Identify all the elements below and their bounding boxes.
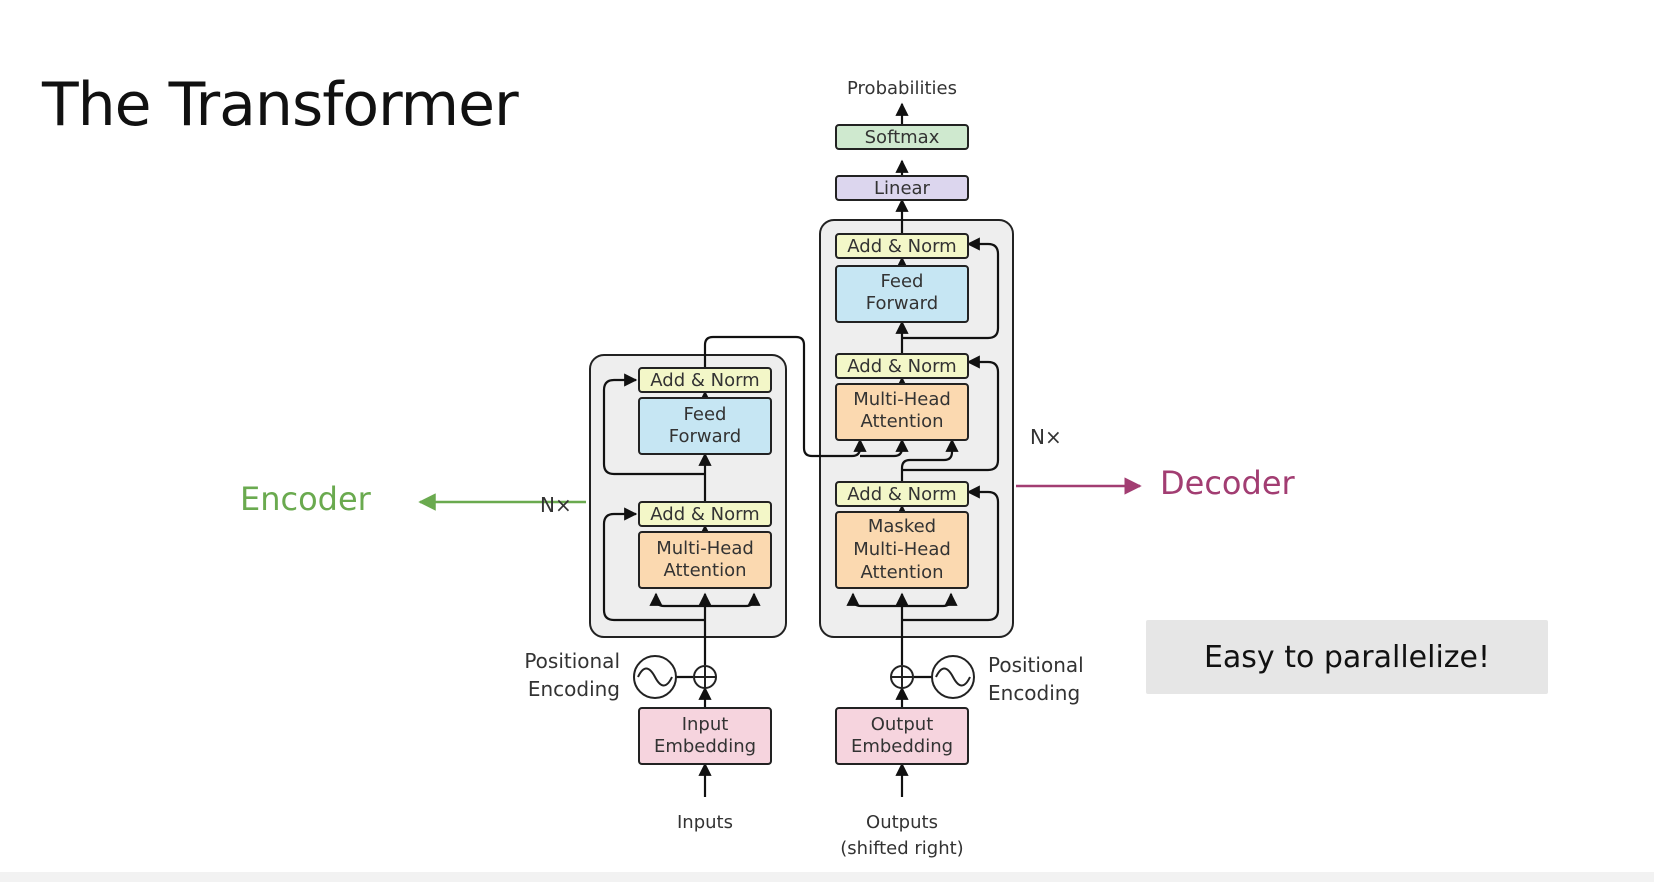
decoder-sine-wave	[935, 667, 971, 687]
decoder-feed-forward-addnorm	[835, 233, 969, 259]
decoder-masked-label-1: Masked	[868, 516, 936, 537]
encoder-sine-wave	[637, 667, 673, 687]
decoder-qkv-fan-right	[902, 592, 958, 608]
footer-strip	[0, 872, 1654, 882]
encoder-repeat-marker: N×	[540, 493, 572, 517]
encoder-feed-forward	[638, 397, 772, 455]
inputs-label: Inputs	[677, 812, 733, 833]
encoder-feed-forward-addnorm	[638, 367, 772, 393]
decoder-residual-3	[902, 237, 1000, 340]
encoder-residual-2	[602, 373, 705, 476]
encoder-pe-label-2: Encoding	[528, 677, 620, 701]
encoder-ff-label-2: Forward	[669, 426, 741, 447]
encoder-ff-addnorm-label: Add & Norm	[650, 370, 759, 391]
softmax-block	[835, 124, 969, 150]
encoder-attention-addnorm	[638, 501, 772, 527]
decoder-ff-label-1: Feed	[881, 271, 924, 292]
output-embedding-label-2: Embedding	[851, 736, 953, 757]
decoder-residual-2	[902, 355, 1000, 472]
decoder-ff-addnorm-label: Add & Norm	[847, 236, 956, 257]
encoder-multi-head-attention	[638, 531, 772, 589]
softmax-label: Softmax	[865, 127, 940, 148]
decoder-masked-label-2: Multi-Head	[853, 539, 951, 560]
output-embedding	[835, 707, 969, 765]
decoder-masked-addnorm	[835, 481, 969, 507]
encoder-mha-label-2: Attention	[663, 560, 746, 581]
decoder-masked-attention	[835, 511, 969, 589]
encoder-mha-label-1: Multi-Head	[656, 538, 754, 559]
outputs-label-1: Outputs	[866, 812, 938, 833]
parallelize-callout: Easy to parallelize!	[1146, 620, 1548, 694]
decoder-multi-head-attention	[835, 383, 969, 441]
decoder-repeat-marker: N×	[1030, 425, 1062, 449]
encoder-to-decoder	[703, 335, 867, 458]
decoder-flow-cross-q	[900, 438, 959, 482]
input-embedding-label-1: Input	[682, 714, 729, 735]
decoder-qkv-fan	[846, 592, 902, 608]
probabilities-label: Probabilities	[847, 78, 957, 99]
decoder-pe-label-1: Positional	[988, 653, 1084, 677]
decoder-cross-addnorm-label: Add & Norm	[847, 356, 956, 377]
linear-block	[835, 175, 969, 201]
decoder-feed-forward	[835, 265, 969, 323]
decoder-pe-label-2: Encoding	[988, 681, 1080, 705]
callout-text: Easy to parallelize!	[1203, 639, 1491, 675]
encoder-qkv-fan-right	[705, 592, 761, 608]
input-embedding	[638, 707, 772, 765]
encoder-to-decoder-k	[860, 438, 909, 458]
encoder-pe-label-1: Positional	[524, 649, 620, 673]
decoder-residual-1	[902, 485, 1000, 622]
encoder-label: Encoder	[240, 480, 371, 518]
linear-label: Linear	[874, 178, 931, 199]
encoder-qkv-fan	[649, 592, 705, 608]
decoder-mha-label-1: Multi-Head	[853, 389, 951, 410]
decoder-cross-addnorm	[835, 353, 969, 379]
decoder-mha-label-2: Attention	[860, 411, 943, 432]
outputs-label-2: (shifted right)	[840, 838, 963, 859]
decoder-ff-label-2: Forward	[866, 293, 938, 314]
encoder-attn-addnorm-label: Add & Norm	[650, 504, 759, 525]
encoder-residual-1	[602, 507, 705, 622]
decoder-label: Decoder	[1160, 464, 1295, 502]
decoder-masked-label-3: Attention	[860, 562, 943, 583]
input-embedding-label-2: Embedding	[654, 736, 756, 757]
encoder-ff-label-1: Feed	[684, 404, 727, 425]
output-embedding-label-1: Output	[871, 714, 934, 735]
slide-title: The Transformer	[42, 70, 519, 140]
decoder-masked-addnorm-label: Add & Norm	[847, 484, 956, 505]
